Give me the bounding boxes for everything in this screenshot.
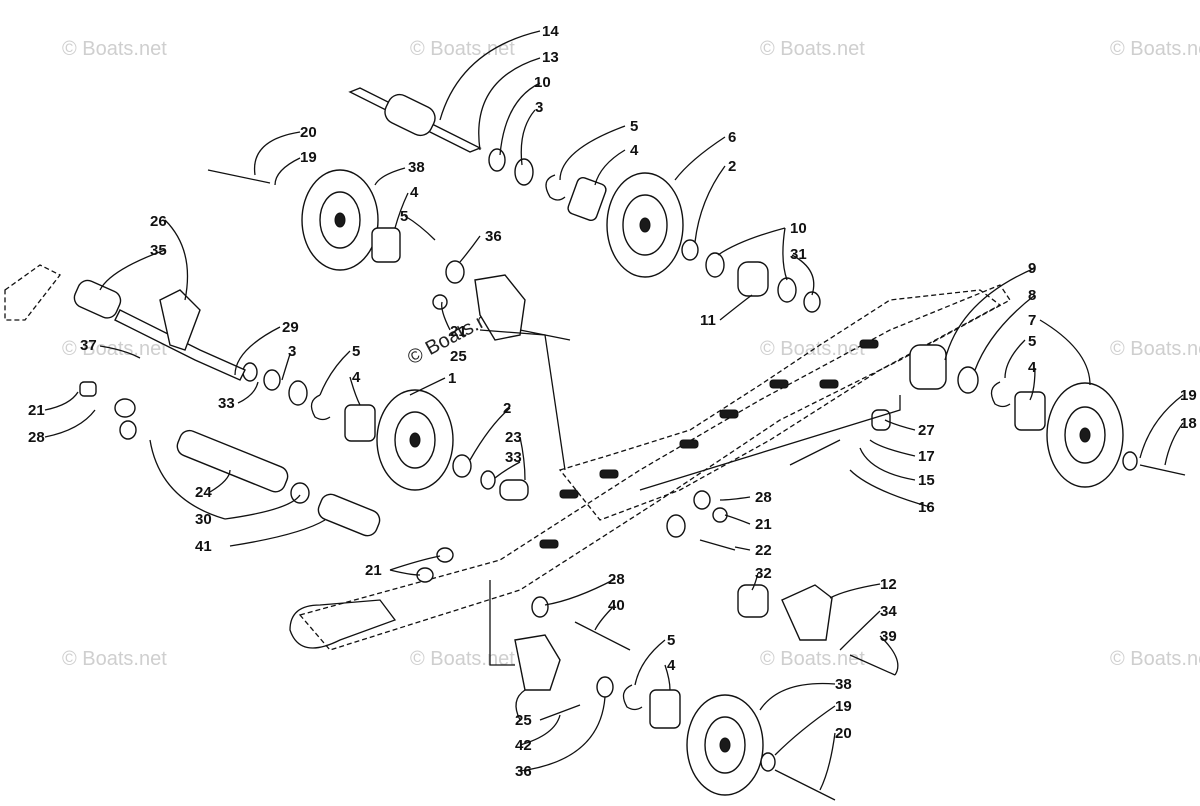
watermark-text: © Boats.net [410, 648, 515, 670]
callout-label: 19 [1180, 387, 1197, 404]
slide-rail-frame [4, 264, 1011, 651]
callout-label: 3 [288, 343, 296, 360]
callout-label: 40 [608, 597, 625, 614]
callout-label: 19 [835, 698, 852, 715]
callout-label: 36 [485, 228, 502, 245]
callout-label: 36 [515, 763, 532, 780]
callout-label: 18 [1180, 415, 1197, 432]
watermark-text: © Boats.net [410, 38, 515, 60]
callout-label: 35 [150, 242, 167, 259]
callout-label: 25 [450, 348, 467, 365]
watermark-text: © Boats.net [760, 38, 865, 60]
callout-label: 5 [630, 118, 638, 135]
callout-label: 12 [880, 576, 897, 593]
callout-label: 33 [505, 449, 522, 466]
callout-label: 2 [503, 400, 511, 417]
callout-label: 32 [755, 565, 772, 582]
callout-label: 22 [755, 542, 772, 559]
callout-label: 11 [700, 312, 716, 329]
callout-label: 27 [918, 422, 935, 439]
watermark-text: © Boats.net [1110, 38, 1200, 60]
watermark-text: © Boats.net [760, 338, 865, 360]
callout-label: 25 [515, 712, 532, 729]
callout-label: 28 [608, 571, 625, 588]
watermark-text: © Boats.net [1110, 338, 1200, 360]
callout-label: 3 [535, 99, 543, 116]
callout-label: 26 [150, 213, 167, 230]
leader-lines [44, 30, 1184, 791]
callout-label: 21 [450, 323, 467, 340]
callout-label: 4 [352, 369, 361, 386]
callout-label: 24 [195, 484, 212, 501]
callout-label: 29 [282, 319, 299, 336]
callout-label: 10 [534, 74, 551, 91]
callout-label: 7 [1028, 312, 1036, 329]
callout-label: 28 [28, 429, 45, 446]
callout-label: 21 [28, 402, 45, 419]
callout-label: 5 [400, 208, 408, 225]
callout-label: 5 [1028, 333, 1036, 350]
callout-label: 13 [542, 49, 559, 66]
idler-wheels [301, 169, 1124, 796]
callout-label: 42 [515, 737, 532, 754]
callout-label: 4 [667, 657, 676, 674]
callout-label: 10 [790, 220, 807, 237]
callout-label: 4 [1028, 359, 1037, 376]
callout-label: 28 [755, 489, 772, 506]
callout-label: 38 [408, 159, 425, 176]
callout-label: 21 [755, 516, 772, 533]
callout-label: 9 [1028, 260, 1036, 277]
callout-label: 31 [790, 246, 807, 263]
callout-label: 21 [365, 562, 382, 579]
callout-label: 20 [835, 725, 852, 742]
callout-label: 5 [352, 343, 360, 360]
shafts-and-bolts [73, 169, 1186, 801]
callout-label: 39 [880, 628, 897, 645]
callout-label: 5 [667, 632, 675, 649]
upper-shaft [348, 87, 607, 221]
callout-label: 30 [195, 511, 212, 528]
watermark-text: © Boats.net [1110, 648, 1200, 670]
callout-label: 4 [630, 142, 639, 159]
callout-label: 34 [880, 603, 897, 620]
watermark-text: © Boats.net [760, 648, 865, 670]
callout-label: 19 [300, 149, 317, 166]
callout-label: 17 [918, 448, 935, 465]
callout-label: 16 [918, 499, 935, 516]
bearings-and-spacers [79, 227, 1138, 772]
callout-label: 2 [728, 158, 736, 175]
callout-label: 15 [918, 472, 935, 489]
callout-label: 33 [218, 395, 235, 412]
callout-label: 8 [1028, 287, 1036, 304]
part-number-labels: 14 13 10 3 5 4 6 2 20 19 38 4 5 36 10 31… [28, 23, 1197, 780]
callout-label: 1 [448, 370, 456, 387]
callout-label: 14 [542, 23, 559, 40]
callout-label: 37 [80, 337, 97, 354]
callout-label: 4 [410, 184, 419, 201]
callout-label: 20 [300, 124, 317, 141]
callout-label: 41 [195, 538, 212, 555]
watermark-text: © Boats.net [62, 648, 167, 670]
callout-label: 38 [835, 676, 852, 693]
callout-label: 6 [728, 129, 736, 146]
watermark-text: © Boats.net [62, 38, 167, 60]
callout-label: 23 [505, 429, 522, 446]
